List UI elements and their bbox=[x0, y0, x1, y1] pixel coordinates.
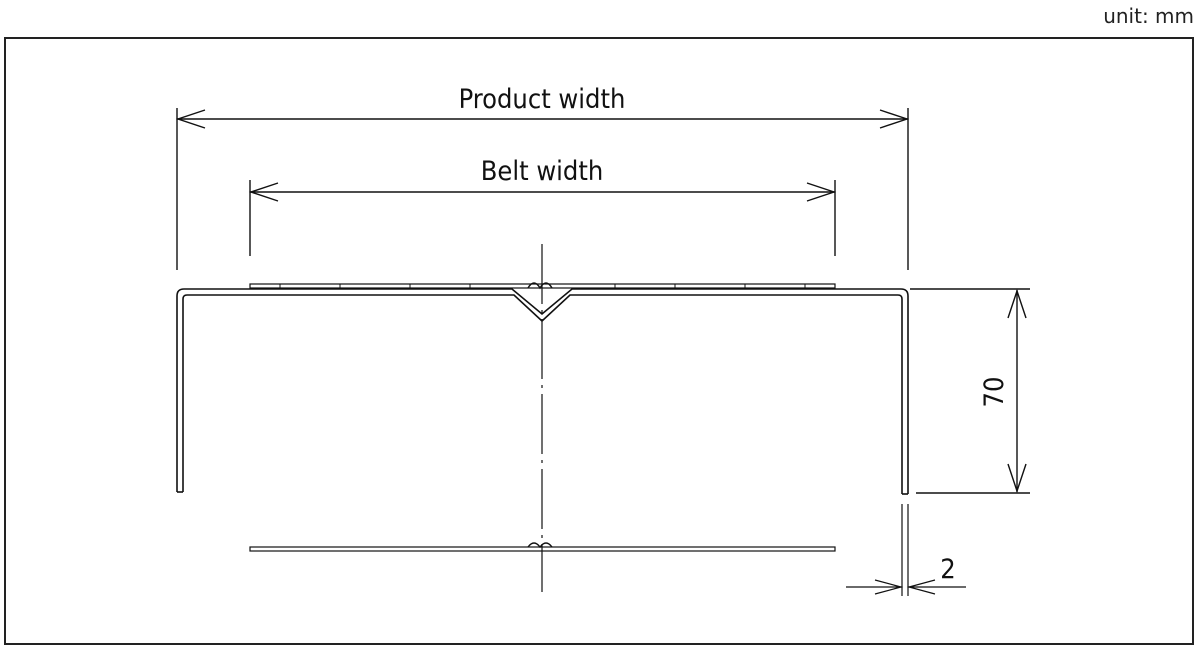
arrowhead-left bbox=[248, 182, 279, 202]
unit-label: unit: mm bbox=[1103, 4, 1194, 28]
frame-profile bbox=[176, 288, 909, 495]
arrowhead-right bbox=[879, 109, 910, 129]
arrowhead-left bbox=[175, 109, 206, 129]
height-value: 70 bbox=[979, 377, 1010, 408]
thickness-value: 2 bbox=[940, 554, 955, 585]
frame-inner bbox=[182, 294, 903, 494]
drawing-frame bbox=[4, 37, 1194, 645]
arrowhead-right bbox=[806, 182, 837, 202]
arrowhead-up bbox=[1007, 288, 1027, 319]
arrowhead-left bbox=[906, 579, 936, 595]
return-belt-bump bbox=[527, 542, 553, 549]
belt-guide-bump bbox=[527, 282, 553, 290]
belt-width-dimension: Belt width bbox=[248, 156, 837, 256]
belt-width-label: Belt width bbox=[481, 156, 604, 187]
arrowhead-down bbox=[1007, 463, 1027, 494]
arrowhead-right bbox=[874, 579, 904, 595]
return-belt-strip bbox=[249, 546, 836, 552]
product-width-label: Product width bbox=[459, 84, 626, 115]
thickness-dimension: 2 bbox=[846, 504, 966, 596]
return-belt bbox=[249, 542, 836, 552]
product-width-dimension: Product width bbox=[175, 84, 910, 270]
frame-outer bbox=[176, 288, 909, 494]
top-belt bbox=[249, 282, 836, 290]
height-dimension: 70 bbox=[910, 288, 1030, 494]
